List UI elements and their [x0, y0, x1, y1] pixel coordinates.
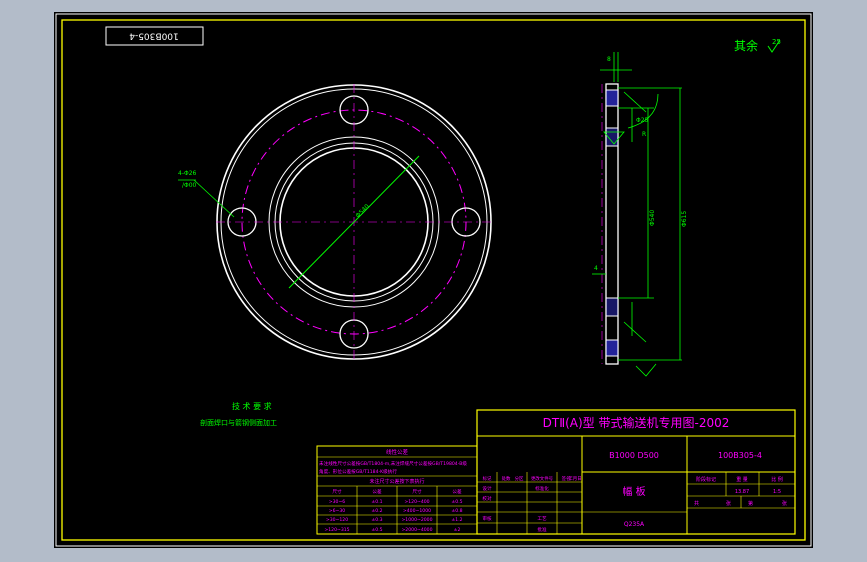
roughness-value: 25: [772, 38, 781, 46]
sheet-no-unit: 张: [782, 500, 787, 507]
holes-label-bottom: /Φ00: [182, 182, 197, 189]
revision-header-cell: 分区: [515, 475, 524, 482]
section-hatch-hole-top: [605, 127, 619, 147]
tolerance-cell: >120~315: [324, 527, 349, 533]
signature-label: 审核: [482, 515, 492, 522]
tolerance-subtitle: 未注尺寸公差按下表执行: [369, 478, 424, 485]
tolerance-cells: 尺寸 公差 尺寸 公差 >30~6 ±0.1 >120~400 ±0.5 >6~30 ±0.2 >4…: [324, 488, 462, 533]
title-block: DTⅡ(A)型 带式输送机专用图-2002 B1000 D500 100B305…: [476, 409, 796, 535]
roughness-symbol-icon: [767, 39, 781, 53]
stage-label: 阶段标记: [696, 476, 716, 483]
bolt-circle-dim-label: Φ540: [649, 210, 656, 226]
sheet-no: 第: [748, 500, 753, 507]
drawing-viewport[interactable]: 100B305-4 其余 25 Φ540 4-Φ26 /Φ00: [54, 12, 813, 548]
radius-label: R: [642, 131, 646, 138]
tolerance-header-cell: 尺寸: [412, 488, 422, 495]
plate-section: [605, 83, 619, 365]
tolerance-cell: >2000~4000: [401, 527, 432, 533]
code-text: 100B305-4: [718, 451, 762, 460]
section-hatch-hole-bottom: [605, 297, 619, 317]
signature-label: 工艺: [537, 516, 547, 522]
weight-value: 13.87: [735, 489, 749, 495]
tolerance-cell: >30~120: [326, 517, 348, 523]
hole-dim-label-top: Φ25: [636, 117, 649, 124]
thickness-label: 8: [607, 56, 611, 63]
tolerance-table: 线性公差 未注线性尺寸公差按GB/T1804-m,未注焊缝尺寸公差按GB/T19…: [316, 445, 478, 535]
roughness-note: 其余: [734, 38, 758, 53]
signature-label: 标准化: [535, 485, 549, 492]
tolerance-cell: ±0.5: [451, 499, 462, 505]
weld-symbol-icon: [603, 131, 625, 145]
diameter-label: Φ540: [354, 203, 371, 220]
diameter-dim-line: [288, 155, 420, 289]
tolerance-cell: >1000~2000: [401, 517, 432, 523]
section-view: 8 Φ615 Φ540 Φ25 R 4: [592, 52, 688, 377]
revision-header-cell: 更改文件号: [531, 475, 554, 482]
tech-title: 技 术 要 求: [232, 401, 272, 411]
section-hatch-top: [605, 89, 619, 107]
tolerance-cell: >400~1000: [403, 508, 431, 514]
sheet-total: 共: [694, 500, 699, 507]
number-box-text: 100B305-4: [129, 31, 179, 41]
outer-border: [55, 13, 812, 547]
tolerance-cell: >30~6: [329, 499, 346, 505]
tolerance-header-cell: 公差: [372, 488, 382, 495]
tolerance-header-cell: 公差: [452, 488, 462, 495]
tolerance-cell: ±1.2: [451, 517, 462, 523]
tolerance-cell: ±0.1: [371, 499, 382, 505]
tolerance-cell: ±0.2: [371, 508, 382, 514]
drawing-sheet: 100B305-4 其余 25 Φ540 4-Φ26 /Φ00: [55, 13, 812, 547]
revision-header-cell: 签名: [562, 475, 571, 482]
sheet-total-unit: 张: [726, 500, 731, 507]
tolerance-cell: >6~30: [329, 508, 346, 514]
tolerance-cell: ±0.5: [371, 527, 382, 533]
revision-header-cell: 年月日: [568, 475, 581, 482]
number-box: [105, 26, 204, 46]
radius-arc: [627, 93, 659, 129]
tolerance-title: 线性公差: [386, 448, 409, 456]
weld-leader-top: [623, 91, 647, 113]
front-view: Φ540 4-Φ26 /Φ00: [178, 84, 492, 360]
revision-header-cell: 标记: [483, 475, 492, 482]
scale-value: 1:5: [773, 489, 781, 495]
revision-header-cell: 处数: [502, 475, 511, 482]
section-hatch-bottom: [605, 339, 619, 357]
signature-label: 设计: [482, 485, 492, 492]
holes-label-top: 4-Φ26: [178, 170, 197, 177]
inner-border: [61, 19, 806, 541]
weld-leader-bottom: [623, 321, 647, 343]
small-dim-label: 4: [594, 265, 598, 272]
tolerance-header-cell: 尺寸: [332, 488, 342, 495]
tolerance-cell: ±2: [454, 527, 461, 533]
overall-dim-label: Φ615: [681, 211, 688, 227]
tolerance-cell: ±0.3: [371, 517, 382, 523]
scale-label: 比 例: [771, 476, 783, 483]
tolerance-line2: 角度、形位公差按GB/T1184-K级执行: [319, 468, 397, 475]
revision-headers: 标记 处数分区更改文件号 签名年月日: [483, 475, 582, 482]
tech-note: 剖面焊口与箭钢侧面加工: [200, 418, 277, 427]
hole-leader-line: [193, 179, 235, 218]
tolerance-cell: ±0.8: [451, 508, 462, 514]
tolerance-line1: 未注线性尺寸公差按GB/T1804-m,未注焊缝尺寸公差按GB/T19804-B…: [319, 460, 467, 467]
series-title: DTⅡ(A)型 带式输送机专用图-2002: [543, 415, 730, 430]
material-text: Q235A: [624, 521, 645, 528]
signature-label: 校对: [482, 495, 492, 502]
signature-label: 批准: [537, 526, 547, 533]
weight-label: 重 量: [736, 476, 748, 483]
part-name: 幅 板: [622, 485, 645, 498]
tolerance-cell: >120~400: [404, 499, 429, 505]
roughness-symbol-section-icon: [635, 363, 657, 377]
spec-text: B1000 D500: [609, 451, 659, 460]
